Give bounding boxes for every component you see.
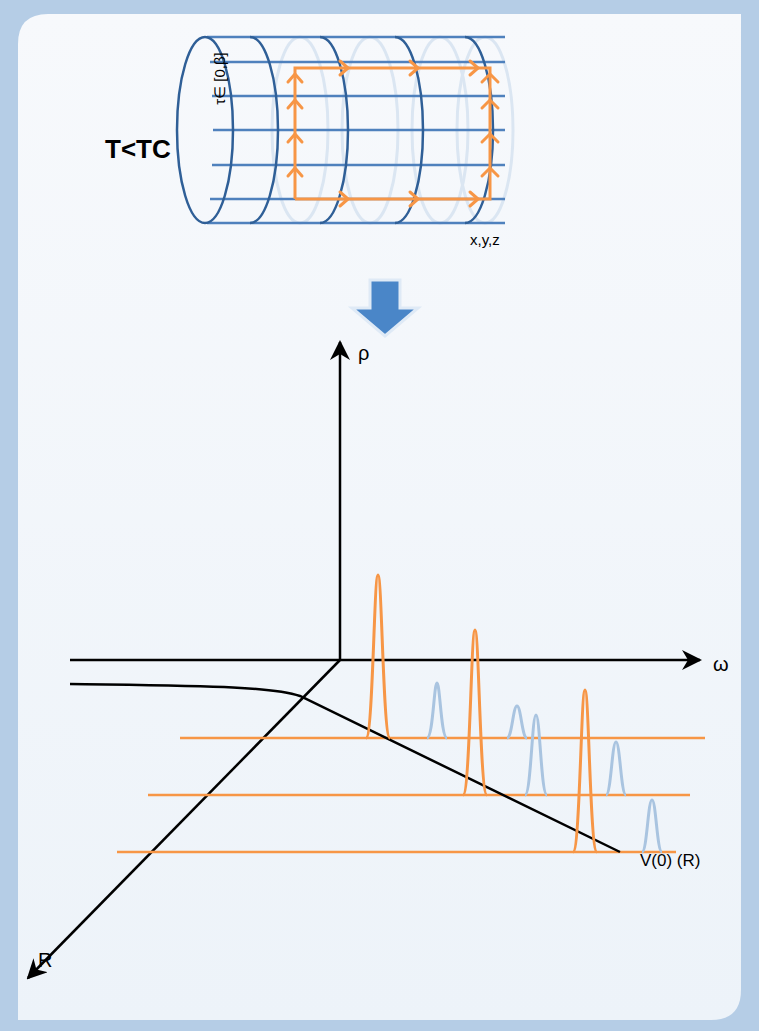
- energy-levels: [117, 738, 705, 852]
- potential-curve: [70, 684, 620, 852]
- temperature-label: T<TC: [105, 136, 171, 162]
- panel: [18, 14, 741, 1020]
- omega-axis-label: ω: [713, 654, 729, 674]
- cylinder-end: [177, 37, 233, 223]
- r-axis-label: R: [38, 950, 52, 970]
- transform-arrow: [352, 280, 418, 336]
- ground-peaks: [366, 575, 597, 852]
- space-axis-label: x,y,z: [470, 232, 500, 247]
- lattice-rings: [250, 37, 493, 223]
- potential-label: V(0) (R): [640, 852, 700, 869]
- lattice-lines: [207, 37, 505, 223]
- wilson-loop: [295, 68, 490, 199]
- time-axis-label: τ∈ [0,β]: [211, 52, 226, 105]
- axes: [28, 342, 700, 978]
- excited-peaks: [427, 683, 662, 852]
- rho-axis-label: ρ: [358, 343, 369, 363]
- loop-arrows: [288, 61, 498, 206]
